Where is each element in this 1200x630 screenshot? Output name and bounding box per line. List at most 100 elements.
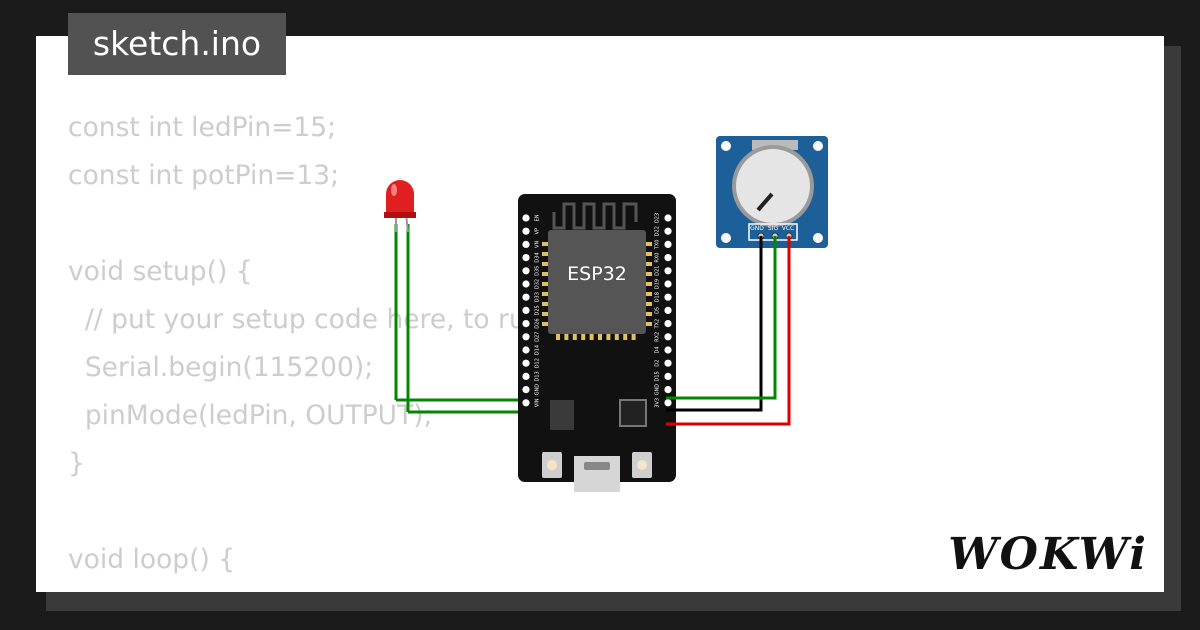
pin-hole[interactable] <box>664 333 672 341</box>
pin-hole[interactable] <box>664 214 672 222</box>
chip-pad <box>542 312 548 316</box>
pin-label: GND <box>535 384 541 396</box>
pin-label: D15 <box>655 371 661 381</box>
pin-hole[interactable] <box>664 227 672 235</box>
chip-pad <box>572 334 577 340</box>
pin-label: GND <box>655 384 661 396</box>
voltage-regulator <box>550 400 574 430</box>
chip-pad <box>646 322 652 326</box>
pin-label: VP <box>535 228 541 234</box>
pin-label: D14 <box>535 345 541 355</box>
chip-pad <box>646 312 652 316</box>
chip-pad <box>556 334 560 340</box>
pin-hole[interactable] <box>522 267 530 275</box>
pin-label: D13 <box>535 371 541 381</box>
pin-hole[interactable] <box>522 372 530 380</box>
pin-hole[interactable] <box>664 359 672 367</box>
code-line: pinMode(ledPin, OUTPUT); <box>68 400 433 431</box>
chip-pad <box>589 334 594 340</box>
pin-label: D25 <box>535 305 541 315</box>
pin-label: RX0 <box>655 253 661 263</box>
pin-hole[interactable] <box>664 386 672 394</box>
pin-label: VIN <box>535 398 541 407</box>
chip-pad <box>646 252 652 256</box>
potentiometer[interactable]: GND SIG VCC <box>716 136 828 248</box>
pin-hole[interactable] <box>664 240 672 248</box>
pin-hole[interactable] <box>522 359 530 367</box>
code-line: const int potPin=13; <box>68 160 340 191</box>
chip-label: ESP32 <box>567 263 627 285</box>
pin-hole[interactable] <box>664 254 672 262</box>
chip-pad <box>581 334 586 340</box>
code-line: } <box>68 448 85 479</box>
pin-hole[interactable] <box>522 399 530 407</box>
pin-hole[interactable] <box>664 399 672 407</box>
pin-hole[interactable] <box>522 240 530 248</box>
chip-pad <box>542 322 548 326</box>
wires <box>666 236 791 426</box>
pin-label: 3V3 <box>655 398 661 408</box>
pin-hole[interactable] <box>522 320 530 328</box>
pin-label: D23 <box>655 213 661 223</box>
chip-pad <box>542 292 548 296</box>
boot-button[interactable] <box>542 452 562 478</box>
pin-hole[interactable] <box>664 372 672 380</box>
chip-pad <box>542 282 548 286</box>
pin-hole[interactable] <box>522 280 530 288</box>
pin-hole[interactable] <box>522 293 530 301</box>
pin-label: D34 <box>535 252 541 262</box>
pin-label: D2 <box>655 360 661 367</box>
chip-pad <box>646 242 652 246</box>
pin-label: D18 <box>655 292 661 302</box>
pin-hole[interactable] <box>522 227 530 235</box>
pin-hole[interactable] <box>522 306 530 314</box>
chip-pad <box>631 334 636 340</box>
pin-label: D26 <box>535 318 541 328</box>
chip-pad <box>542 242 548 246</box>
chip-pad <box>542 272 548 276</box>
pin-label: RX2 <box>655 332 661 342</box>
pin-hole[interactable] <box>522 214 530 222</box>
pin-label: VN <box>535 241 541 248</box>
pin-hole[interactable] <box>664 320 672 328</box>
chip-pad <box>646 272 652 276</box>
chip-pad <box>542 302 548 306</box>
pin-hole[interactable] <box>522 346 530 354</box>
chip-pad <box>623 334 628 340</box>
pin-hole[interactable] <box>664 346 672 354</box>
en-button[interactable] <box>632 452 652 478</box>
chip-pad <box>564 334 569 340</box>
pin-hole[interactable] <box>664 280 672 288</box>
chip-pad <box>614 334 619 340</box>
pin-hole[interactable] <box>664 306 672 314</box>
code-line: void setup() { <box>68 256 253 287</box>
code-line: Serial.begin(115200); <box>68 352 374 383</box>
file-name-tab[interactable]: sketch.ino <box>68 13 286 75</box>
pin-hole[interactable] <box>522 254 530 262</box>
pin-label: D5 <box>655 307 661 314</box>
pin-label: D27 <box>535 332 541 342</box>
circuit-diagram[interactable]: ESP32 ENVPVND34D35D32D33D25D26D27D14D12D… <box>36 36 1164 592</box>
pin-label: EN <box>535 214 541 221</box>
pin-label: D32 <box>535 279 541 289</box>
chip-pad <box>646 262 652 266</box>
esp32-board[interactable]: ESP32 ENVPVND34D35D32D33D25D26D27D14D12D… <box>518 194 676 492</box>
pin-label: D35 <box>535 266 541 276</box>
pot-label-gnd: GND <box>750 225 764 232</box>
pot-label-sig: SIG <box>768 225 779 232</box>
pin-label: D4 <box>655 346 661 353</box>
chip-pad <box>606 334 611 340</box>
code-line: const int ledPin=15; <box>68 112 337 143</box>
chip-pad <box>646 282 652 286</box>
code-line: void loop() { <box>68 544 236 575</box>
pin-hole[interactable] <box>522 386 530 394</box>
chip-pad <box>542 262 548 266</box>
chip-pad <box>646 292 652 296</box>
pin-hole[interactable] <box>522 333 530 341</box>
code-editor[interactable]: const int ledPin=15; const int potPin=13;… <box>68 104 693 592</box>
usb-port[interactable] <box>574 456 620 492</box>
pin-hole[interactable] <box>664 267 672 275</box>
pin-hole[interactable] <box>664 293 672 301</box>
led[interactable] <box>384 180 526 414</box>
preview-card: const int ledPin=15; const int potPin=13;… <box>36 36 1164 592</box>
